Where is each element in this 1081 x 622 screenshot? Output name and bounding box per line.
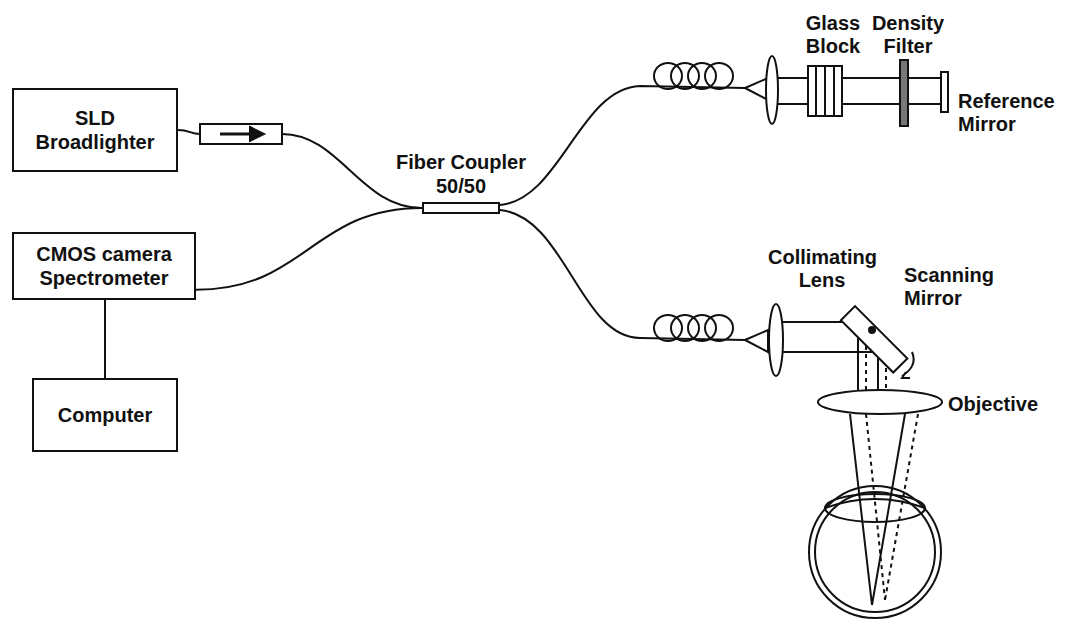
reference-mirror: [941, 72, 948, 112]
part-label: Reference Mirror: [958, 90, 1076, 136]
beam: [778, 78, 945, 104]
part-label: Scanning Mirror: [904, 264, 1016, 310]
fiber-tip: [745, 78, 768, 100]
fiber-connector: [105, 300, 106, 378]
spectrometer-box: CMOS camera Spectrometer: [12, 232, 196, 300]
fiber: [500, 210, 745, 340]
part-label: Collimating Lens: [768, 246, 876, 292]
part-label: Density Filter: [866, 12, 950, 58]
computer-box: Computer: [32, 378, 178, 452]
part-label: Glass Block: [800, 12, 866, 58]
box-label: CMOS camera Spectrometer: [22, 242, 186, 290]
isolator-arrow-head: [250, 127, 264, 141]
fiber: [500, 86, 745, 205]
scanning-mirror: [841, 306, 907, 372]
rotation-arrow: [902, 352, 914, 378]
focused-beam: [866, 414, 918, 600]
box-label: Fiber Coupler 50/50: [386, 150, 536, 198]
focused-beam: [850, 414, 905, 605]
objective: [818, 390, 942, 414]
light-source-box: SLD Broadlighter: [12, 88, 178, 172]
fiber-coupler: Fiber Coupler 50/50: [422, 202, 500, 214]
box-label: Computer: [58, 403, 152, 427]
isolator-arrow: [220, 133, 252, 136]
eye: [809, 486, 941, 618]
glass-block: [808, 66, 842, 116]
box-label: SLD Broadlighter: [22, 106, 168, 154]
fiber-loops: [654, 63, 733, 89]
lens: [766, 56, 778, 124]
collimating-lens: [769, 304, 783, 376]
isolator: [200, 124, 282, 144]
mirror-pivot: [869, 327, 875, 333]
fiber-connector: [196, 208, 422, 290]
fiber-tip: [745, 330, 768, 352]
fiber-loops: [654, 315, 733, 341]
part-label: Objective: [948, 393, 1068, 416]
density-filter: [900, 60, 908, 126]
